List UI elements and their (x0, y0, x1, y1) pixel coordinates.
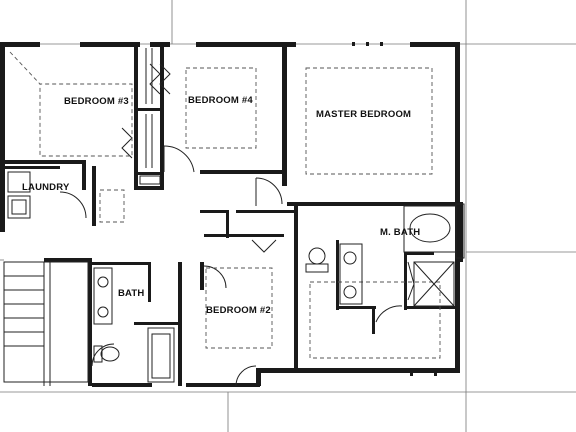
ceiling-outlines (9, 51, 441, 359)
room-label-bedroom-3: BEDROOM #3 (64, 96, 129, 107)
closet-shelves (139, 48, 161, 185)
interior-walls (0, 44, 459, 386)
exterior-walls (0, 42, 463, 387)
master-bath-fixtures (305, 203, 465, 307)
room-label-laundry: LAUNDRY (22, 182, 70, 193)
window-marks (352, 42, 437, 376)
room-label-bath: BATH (118, 288, 144, 299)
doors (59, 63, 415, 387)
room-label-bedroom-4: BEDROOM #4 (188, 95, 253, 106)
room-label-bedroom-2: BEDROOM #2 (206, 305, 271, 316)
room-label-m-bath: M. BATH (380, 227, 420, 238)
laundry-appliances (7, 171, 31, 219)
bath-fixtures (93, 267, 175, 383)
stairs (3, 261, 89, 386)
room-label-master-bedroom: MASTER BEDROOM (316, 109, 411, 120)
